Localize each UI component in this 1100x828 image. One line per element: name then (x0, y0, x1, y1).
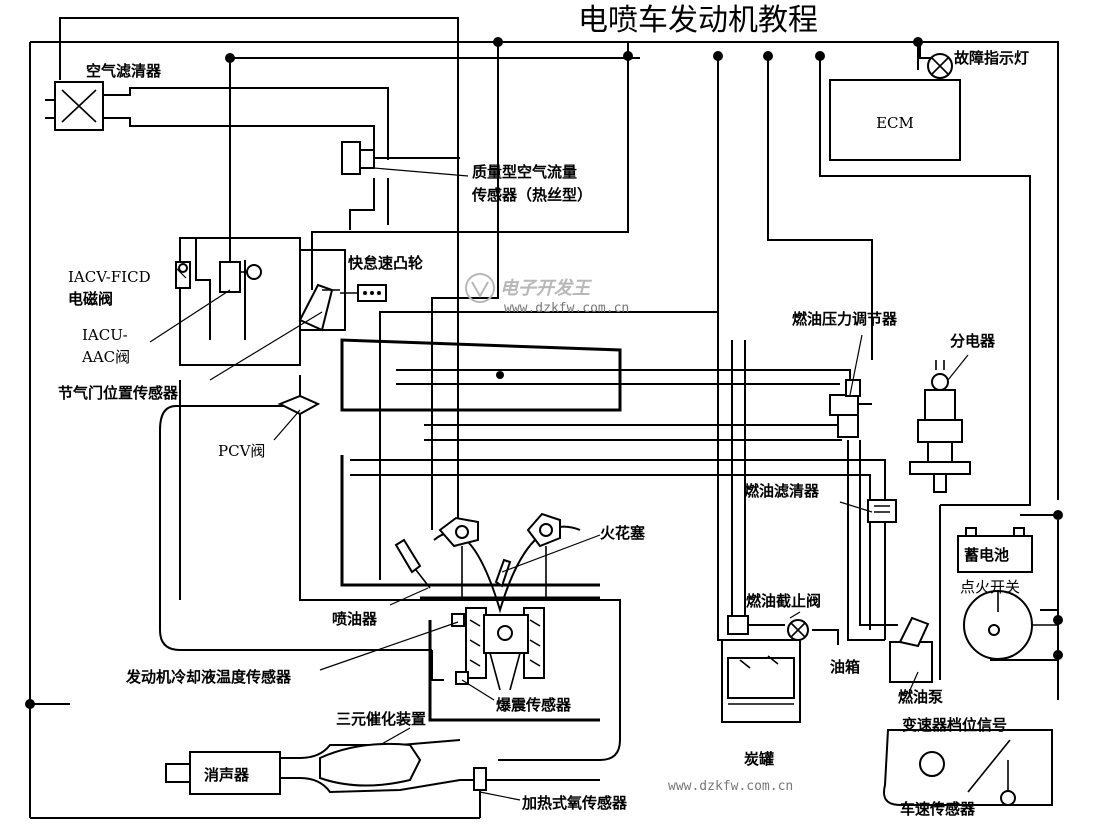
fuel-cutoff-valve (727, 615, 839, 645)
watermark-url-center: www.dzkfw.com.cn (504, 301, 629, 316)
watermark-logo-icon (465, 273, 495, 303)
muffler (165, 751, 281, 795)
malfunction-lamp-icon (927, 53, 953, 79)
label-iacv-ficd-line1: IACV-FICD (68, 268, 151, 286)
label-iacu-aac-line1: IACU- (82, 326, 128, 344)
label-distributor: 分电器 (950, 332, 996, 350)
label-fuel-pump: 燃油泵 (898, 688, 943, 706)
label-ignition-switch: 点火开关 (960, 578, 1020, 596)
fuel-pump (889, 616, 933, 683)
label-iacv-ficd-line2: 电磁阀 (68, 290, 113, 308)
ecm-unit: ECM (829, 79, 961, 161)
label-throttle-position-sensor: 节气门位置传感器 (58, 384, 179, 402)
leader-lines (149, 167, 969, 801)
ignition-switch-icon (963, 590, 1058, 660)
exhaust-system (179, 380, 621, 794)
label-battery: 蓄电池 (964, 546, 1009, 564)
label-vehicle-speed-sensor: 车速传感器 (900, 800, 976, 818)
label-transmission-signal: 变速器档位信号 (902, 716, 1007, 734)
maf-sensor (341, 141, 460, 175)
label-fuel-cutoff-valve: 燃油截止阀 (746, 592, 821, 610)
label-injector: 喷油器 (332, 610, 378, 628)
diagram-title: 电喷车发动机教程 (578, 3, 818, 38)
fuel-lines (350, 340, 898, 641)
label-iacu-aac-line2: AAC阀 (81, 348, 130, 366)
wiring-harness (29, 41, 1059, 819)
fuel-injector (394, 538, 431, 589)
label-spark-plug: 火花塞 (600, 524, 646, 542)
camshafts (438, 512, 561, 600)
label-heated-o2-sensor: 加热式氧传感器 (521, 794, 628, 812)
transmission-box (883, 729, 1053, 806)
label-muffler: 消声器 (204, 766, 250, 784)
iacu-aac-valve (219, 261, 262, 293)
watermark-brand: 电子开发王 (500, 278, 593, 299)
label-malfunction-lamp: 故障指示灯 (954, 49, 1029, 67)
label-pcv-valve: PCV阀 (218, 442, 265, 460)
vehicle-speed-sensor-icon (1000, 760, 1016, 806)
coolant-temp-sensor (451, 613, 465, 627)
knock-sensor (455, 671, 469, 685)
distributor (909, 360, 971, 493)
watermark: 电子开发王 www.dzkfw.com.cn www.dzkfw.com.cn (465, 273, 793, 794)
label-maf-line2: 传感器（热丝型） (471, 186, 592, 204)
spark-plug (494, 558, 512, 588)
wire-junction-dots (25, 37, 1063, 709)
label-coolant-temp-sensor: 发动机冷却液温度传感器 (125, 668, 292, 686)
label-canister: 炭罐 (744, 750, 774, 768)
ecm-label: ECM (876, 114, 914, 132)
fuel-filter (867, 499, 897, 523)
top-wire-loop (59, 17, 459, 520)
fast-idle-cam (340, 284, 387, 302)
pcv-valve (277, 394, 321, 416)
battery-icon (957, 527, 1033, 573)
label-fuel-filter: 燃油滤清器 (744, 482, 820, 500)
watermark-url-bottom: www.dzkfw.com.cn (668, 779, 793, 794)
pcv-hose (159, 405, 432, 651)
component-labels: 空气滤清器 质量型空气流量 传感器（热丝型） 快怠速凸轮 IACV-FICD 电… (58, 49, 1029, 818)
throttle-position-sensor (298, 283, 340, 332)
label-fuel-pressure-regulator: 燃油压力调节器 (792, 310, 898, 328)
label-fast-idle-cam: 快怠速凸轮 (348, 254, 423, 272)
fuel-pressure-regulator (829, 379, 872, 438)
engine-cylinder (420, 525, 600, 722)
label-knock-sensor: 爆震传感器 (496, 696, 572, 714)
label-fuel-tank: 油箱 (830, 658, 860, 676)
canister (721, 639, 801, 723)
label-catalytic-converter: 三元催化装置 (336, 710, 426, 728)
catalytic-converter (319, 742, 422, 787)
air-intake (45, 81, 389, 230)
label-air-filter: 空气滤清器 (86, 62, 162, 80)
label-maf-line1: 质量型空气流量 (472, 163, 577, 181)
heated-o2-sensor (473, 767, 487, 800)
